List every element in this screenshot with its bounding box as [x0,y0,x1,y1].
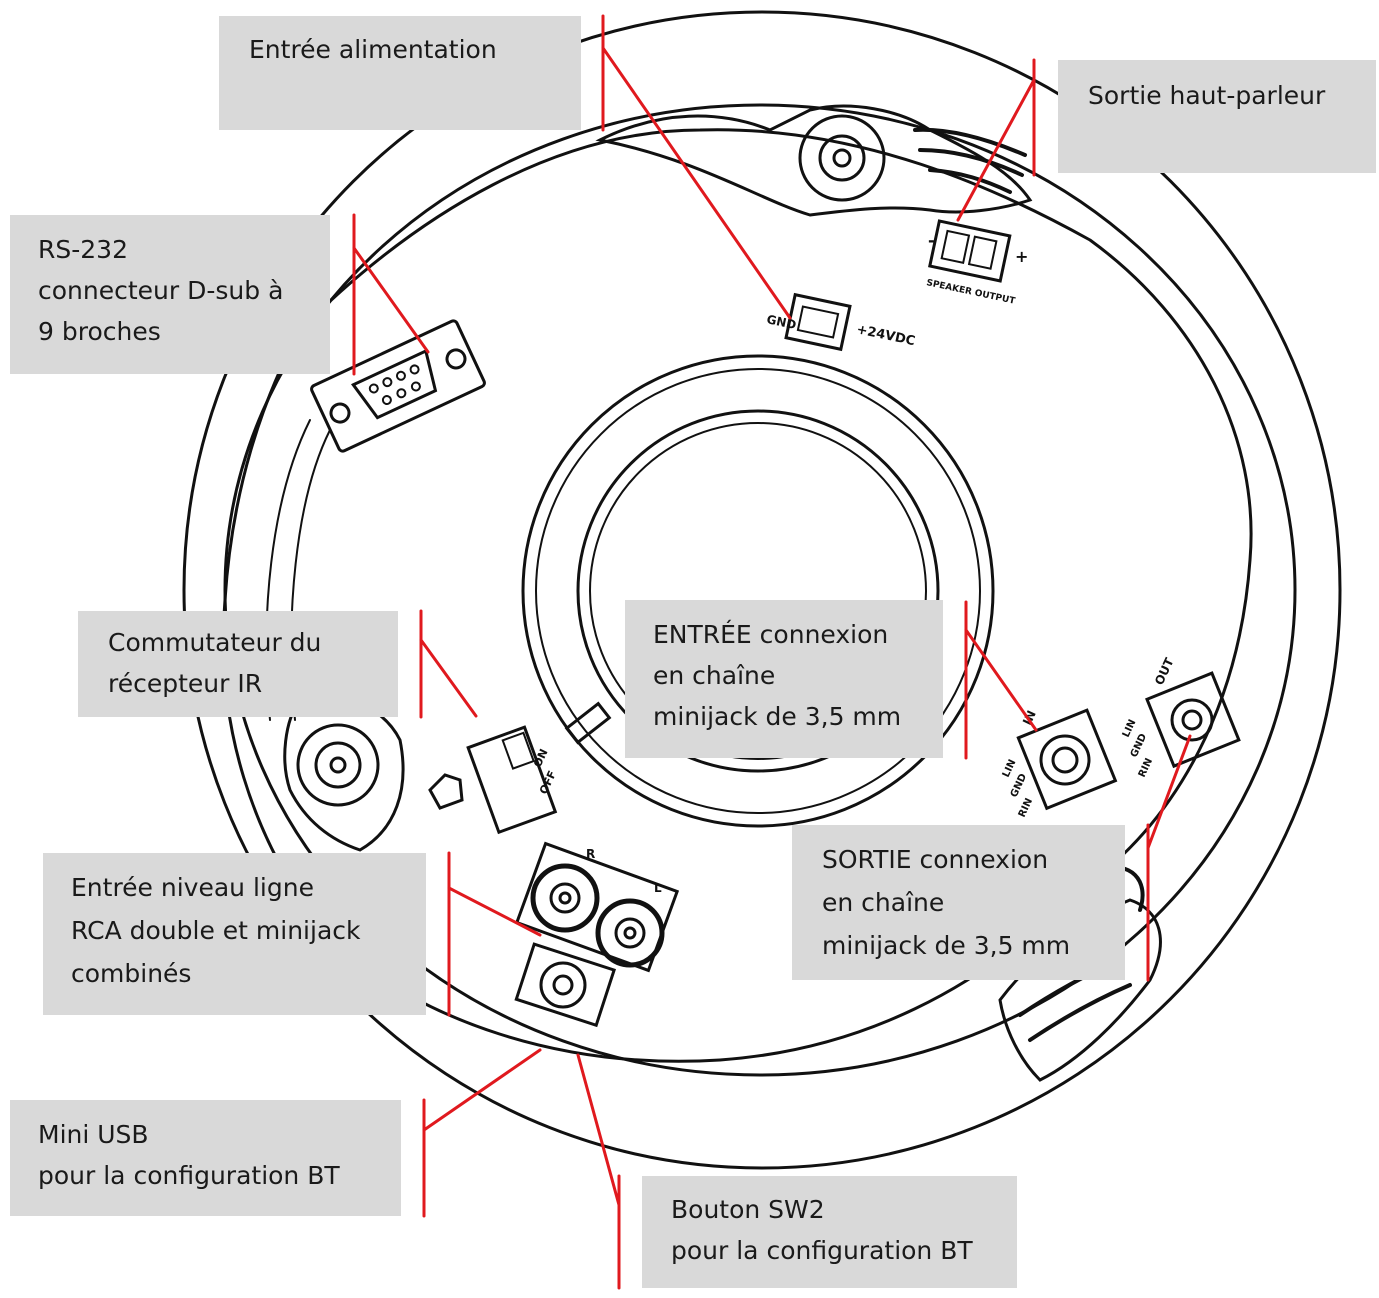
center-ring-outer [521,354,995,828]
label-daisy-chain-out: SORTIE connexion en chaîne minijack de 3… [792,825,1125,980]
left-clamp [283,694,405,852]
rca-right-jack [530,863,600,933]
label-line: Commutateur du [108,628,322,657]
label-daisy-chain-in: ENTRÉE connexion en chaîne minijack de 3… [625,600,943,758]
label-line: Mini USB [38,1120,149,1149]
label-line: pour la configuration BT [671,1236,973,1265]
mark-rca-l: L [654,881,662,895]
body-inner-contour [298,128,1253,892]
center-ring-mid [535,368,981,814]
label-line: connecteur D-sub à [38,276,284,305]
label-power-input: Entrée alimentation [219,16,581,130]
label-line: minijack de 3,5 mm [822,931,1071,960]
mark-out-pin-3: RIN [1137,757,1155,780]
leader-power [601,46,792,320]
dsub-connector [310,319,486,453]
leader-in [964,628,1038,732]
label-line: combinés [71,959,192,988]
label-rs232: RS-232 connecteur D-sub à 9 broches [10,215,330,374]
leader-usb [422,1048,542,1132]
mark-speaker: SPEAKER OUTPUT [925,278,1016,307]
mark-in-pin-1: LIN [1001,758,1019,779]
label-line: Entrée alimentation [249,35,497,64]
leader-speaker [956,78,1036,222]
leader-line-in [447,886,542,937]
label-line-level-input: Entrée niveau ligne RCA double et minija… [43,853,426,1015]
ir-sensor [428,773,464,810]
label-sw2-button: Bouton SW2 pour la configuration BT [642,1176,1017,1288]
daisy-in-jack [1016,708,1118,811]
svg-text:+: + [1015,247,1028,266]
ir-switch-part [466,725,558,835]
left-screw [296,723,380,807]
rca-left-jack [595,898,665,968]
label-line: minijack de 3,5 mm [653,702,902,731]
mark-in-pin-3: RIN [1017,797,1035,820]
top-clamp [595,104,1033,217]
leader-out [1146,734,1192,850]
label-line: ENTRÉE connexion [653,620,889,649]
label-ir-switch: Commutateur du récepteur IR [78,611,398,717]
label-line: en chaîne [822,888,945,917]
svg-text:-: - [928,231,935,250]
mark-out-pin-1: LIN [1121,718,1139,739]
leader-ir [419,638,478,718]
label-line: RCA double et minijack [71,916,361,945]
mark-power-gnd: GND [765,312,797,332]
speaker-terminal [928,219,1012,283]
top-screw [798,114,886,202]
body-left-contour [221,328,332,942]
label-line: 9 broches [38,317,161,346]
center-ring-inner [576,409,940,773]
label-line: Bouton SW2 [671,1195,825,1224]
label-line: RS-232 [38,235,128,264]
label-line: en chaîne [653,661,776,690]
label-line: SORTIE connexion [822,845,1049,874]
power-terminal [784,292,852,352]
leader-rs232 [352,246,430,354]
label-line: Entrée niveau ligne [71,873,314,902]
daisy-out-jack [1145,671,1241,769]
outer-rim [182,10,1342,1170]
label-line: pour la configuration BT [38,1161,340,1190]
leader-sw2 [576,1053,621,1207]
label-line: récepteur IR [108,669,263,698]
mark-daisy-out: OUT [1152,655,1177,687]
line-in-minijack [514,942,617,1028]
mark-rca-r: R [586,847,595,861]
label-mini-usb: Mini USB pour la configuration BT [10,1100,401,1216]
mark-power: +24VDC [855,322,916,349]
label-line: Sortie haut-parleur [1088,81,1326,110]
label-speaker-output: Sortie haut-parleur [1058,60,1376,173]
